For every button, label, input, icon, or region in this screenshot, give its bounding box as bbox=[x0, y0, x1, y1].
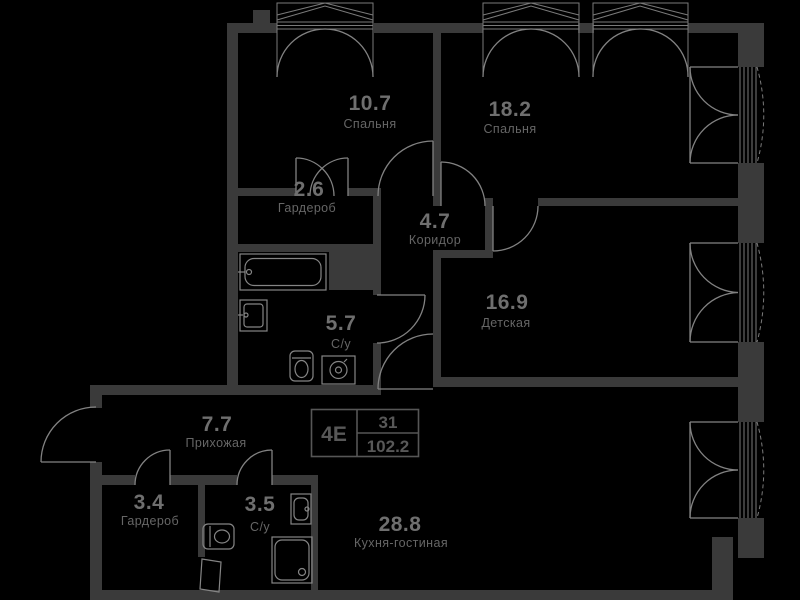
room-name: С/у bbox=[331, 337, 351, 351]
room-name: Детская bbox=[481, 316, 530, 330]
windows bbox=[689, 66, 765, 519]
door-children-room bbox=[492, 205, 539, 252]
sink-icon-bath-big bbox=[238, 299, 268, 332]
window-children-room bbox=[689, 242, 765, 343]
door-bedroom-2 bbox=[440, 161, 486, 207]
bathtub-icon bbox=[238, 253, 327, 291]
window-bedroom-2 bbox=[689, 66, 765, 164]
room-name: С/у bbox=[250, 520, 270, 534]
room-name: Прихожая bbox=[185, 436, 246, 450]
unit-info-box: 4E 31 102.2 bbox=[310, 408, 420, 458]
label-bathroom-small: 3.5 С/у bbox=[245, 493, 276, 534]
total-area: 102.2 bbox=[367, 437, 410, 456]
room-name: Гардероб bbox=[121, 514, 179, 528]
closet-bedroom-2a bbox=[482, 2, 580, 78]
label-wardrobe-upper: 2.6 Гардероб bbox=[278, 178, 336, 215]
door-corridor-kitchen bbox=[377, 333, 434, 390]
sink-icon-bath-small bbox=[290, 493, 312, 525]
label-children-room: 16.9 Детская bbox=[481, 291, 530, 330]
unit-number: 31 bbox=[379, 413, 398, 432]
built-in-closets bbox=[276, 2, 689, 78]
toilet-icon-bath-small bbox=[202, 523, 235, 550]
door-wardrobe-upper bbox=[295, 157, 349, 197]
washing-machine-icon bbox=[321, 355, 356, 385]
door-bathroom-small bbox=[236, 449, 273, 486]
label-kitchen-living: 28.8 Кухня-гостиная bbox=[354, 513, 448, 550]
fixtures bbox=[202, 253, 356, 584]
window-kitchen bbox=[689, 421, 765, 519]
room-name: Коридор bbox=[409, 233, 461, 247]
door-leaf-ajar bbox=[199, 558, 222, 593]
shower-icon bbox=[271, 536, 313, 584]
room-area: 10.7 bbox=[349, 92, 392, 115]
door-wardrobe-lower bbox=[134, 449, 171, 486]
room-name: Кухня-гостиная bbox=[354, 536, 448, 550]
vent-shaft bbox=[329, 252, 373, 290]
room-name: Спальня bbox=[483, 122, 536, 136]
room-area: 7.7 bbox=[202, 413, 233, 436]
room-area: 4.7 bbox=[420, 210, 451, 233]
room-area: 2.6 bbox=[294, 178, 325, 201]
entrance-door bbox=[40, 406, 97, 463]
label-corridor: 4.7 Коридор bbox=[409, 210, 461, 247]
door-bedroom-1 bbox=[377, 140, 434, 197]
closet-bedroom-2b bbox=[592, 2, 689, 78]
walls bbox=[90, 10, 764, 600]
room-name: Спальня bbox=[343, 117, 396, 131]
doors bbox=[40, 140, 539, 593]
label-bedroom-1: 10.7 Спальня bbox=[343, 92, 396, 131]
top-left-pier bbox=[253, 10, 270, 23]
room-area: 3.4 bbox=[134, 491, 165, 514]
room-name: Гардероб bbox=[278, 201, 336, 215]
room-area: 16.9 bbox=[486, 291, 529, 314]
room-area: 28.8 bbox=[379, 513, 422, 536]
label-bedroom-2: 18.2 Спальня bbox=[483, 98, 536, 136]
room-labels: 10.7 Спальня 18.2 Спальня 2.6 Гардероб 4… bbox=[121, 92, 536, 550]
label-wardrobe-lower: 3.4 Гардероб bbox=[121, 491, 179, 528]
unit-type: 4E bbox=[321, 423, 347, 446]
closet-bedroom-1 bbox=[276, 2, 374, 78]
bottom-right-step bbox=[712, 537, 733, 600]
room-area: 5.7 bbox=[326, 312, 357, 335]
room-area: 3.5 bbox=[245, 493, 276, 516]
toilet-icon-bath-big bbox=[289, 350, 314, 382]
room-area: 18.2 bbox=[489, 98, 532, 121]
label-bathroom-big: 5.7 С/у bbox=[326, 312, 357, 351]
label-hallway: 7.7 Прихожая bbox=[185, 413, 246, 450]
door-bathroom-big bbox=[376, 294, 426, 344]
